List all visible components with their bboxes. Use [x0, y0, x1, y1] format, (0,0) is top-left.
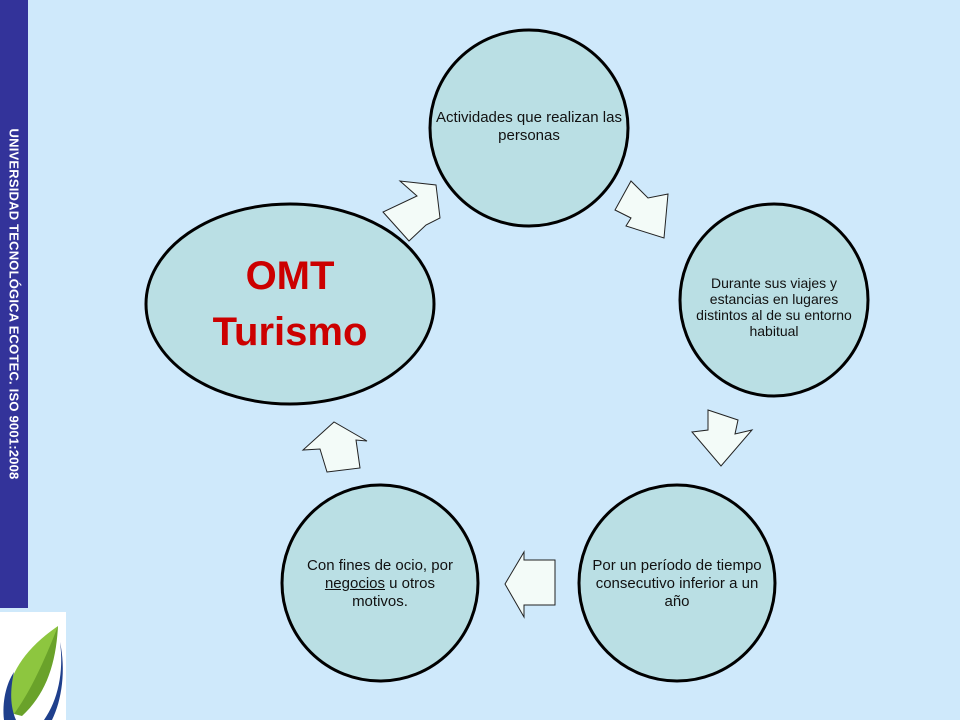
center-subtitle: Turismo — [212, 310, 368, 354]
center-title: OMT — [245, 254, 335, 298]
cycle-node-activities: Actividades que realizan las personas — [432, 62, 626, 192]
node-text: Con fines de ocio, por negocios u otros … — [300, 557, 460, 611]
node-text: Por un período de tiempo consecutivo inf… — [592, 557, 762, 610]
omt-turismo-node: OMT Turismo — [145, 204, 435, 404]
cycle-node-travel: Durante sus viajes y estancias en lugare… — [690, 232, 858, 382]
block-arrow-icon — [691, 409, 754, 467]
block-arrow-icon — [382, 180, 441, 242]
cycle-node-period: Por un período de tiempo consecutivo inf… — [592, 520, 762, 648]
cycle-node-purposes: Con fines de ocio, por negocios u otros … — [300, 520, 460, 648]
cycle-circle-4 — [280, 483, 480, 683]
leaf-logo-icon — [0, 612, 66, 720]
cycle-circle-3 — [577, 483, 777, 683]
node-text-part2: u otros motivos. — [352, 575, 436, 610]
block-arrow-icon — [301, 421, 368, 473]
node-text-underlined: negocios — [324, 575, 385, 592]
sidebar-banner: UNIVERSIDAD TECNOLÓGICA ECOTEC. ISO 9001… — [0, 0, 28, 608]
center-ellipse — [144, 202, 436, 406]
block-arrow-icon — [614, 180, 669, 239]
cycle-circle-1 — [428, 28, 630, 228]
node-text: Durante sus viajes y estancias en lugare… — [696, 275, 852, 339]
cycle-circle-2 — [678, 202, 870, 398]
node-text-part1: Con fines de ocio, por — [307, 557, 453, 574]
block-arrow-icon — [504, 550, 556, 619]
node-text: Actividades que realizan las personas — [436, 109, 622, 144]
